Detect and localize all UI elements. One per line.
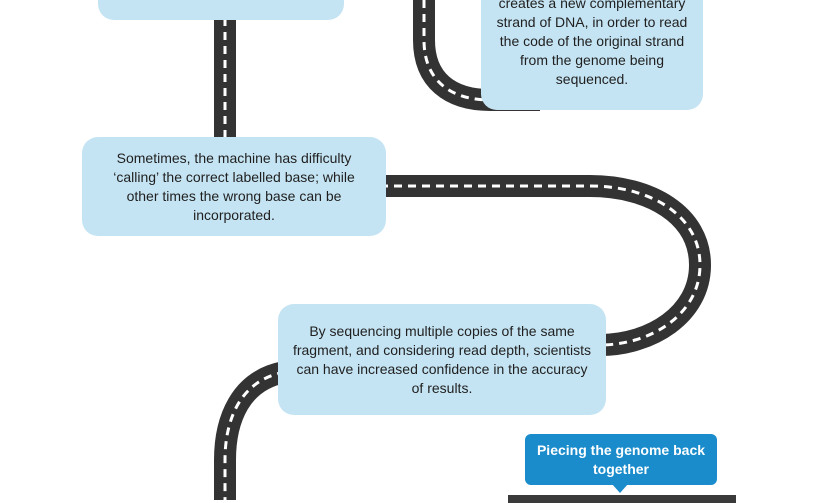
step-text-top-right: creates a new complementary strand of DN… — [496, 0, 688, 87]
title-pointer-icon — [612, 484, 628, 493]
step-box-top-right: creates a new complementary strand of DN… — [481, 0, 703, 110]
section-title-pill: Piecing the genome back together — [525, 434, 717, 485]
road-segment-middle — [380, 175, 712, 356]
step-box-lower: By sequencing multiple copies of the sam… — [278, 304, 606, 415]
section-header-bar — [508, 495, 736, 503]
section-title-text: Piecing the genome back together — [536, 441, 706, 477]
road-segment-lower — [214, 361, 288, 500]
step-box-top-left — [98, 0, 344, 20]
step-text-middle: Sometimes, the machine has difficulty ‘c… — [113, 149, 355, 223]
step-box-middle: Sometimes, the machine has difficulty ‘c… — [82, 137, 386, 236]
step-text-lower: By sequencing multiple copies of the sam… — [292, 322, 592, 396]
